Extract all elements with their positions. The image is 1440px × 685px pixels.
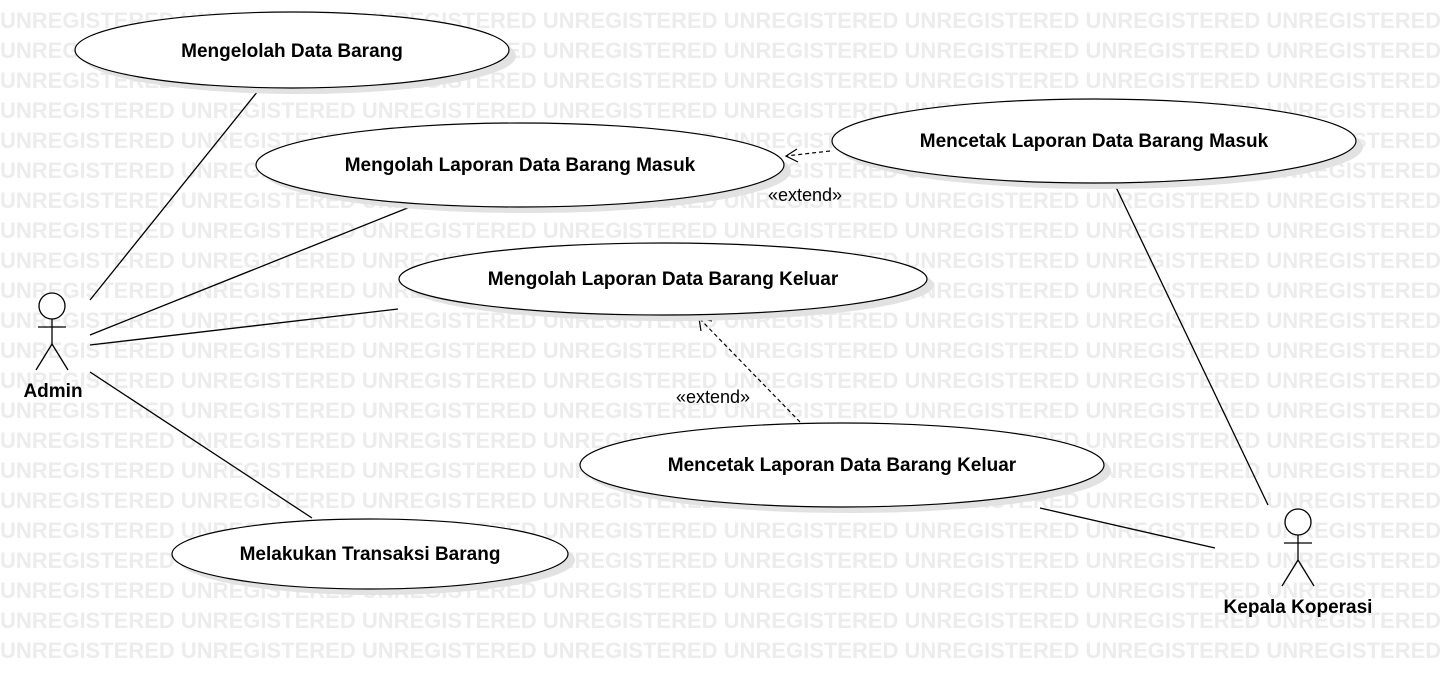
actor-left-leg bbox=[35, 343, 53, 371]
usecase-ellipse bbox=[831, 98, 1357, 184]
association-admin-mengolah-laporan-masuk bbox=[89, 206, 411, 336]
usecase-mengolah-laporan-data-barang-masuk[interactable]: Mengolah Laporan Data Barang Masuk bbox=[255, 122, 791, 213]
association-admin-mengelolah-data-barang bbox=[89, 85, 263, 301]
extend-arrowhead-cetak-masuk bbox=[784, 148, 799, 163]
use-cases: Mengelolah Data Barang Mengolah Laporan … bbox=[74, 11, 1363, 595]
usecase-label: Mencetak Laporan Data Barang Masuk bbox=[920, 131, 1269, 152]
usecase-melakukan-transaksi-barang[interactable]: Melakukan Transaksi Barang bbox=[171, 518, 575, 595]
usecase-ellipse bbox=[398, 242, 928, 316]
usecase-ellipse bbox=[255, 122, 785, 208]
usecase-label: Mengolah Laporan Data Barang Masuk bbox=[345, 155, 696, 176]
usecase-mengolah-laporan-data-barang-keluar[interactable]: Mengolah Laporan Data Barang Keluar bbox=[398, 242, 934, 321]
actor-right-leg bbox=[1297, 559, 1315, 587]
usecase-ellipse bbox=[171, 518, 569, 590]
watermark-text: UNREGISTERED UNREGISTERED UNREGISTERED U… bbox=[0, 368, 1440, 393]
associations bbox=[89, 85, 1269, 549]
watermark-text: UNREGISTERED UNREGISTERED UNREGISTERED U… bbox=[0, 218, 1440, 243]
association-kepala-mencetak-laporan-masuk bbox=[1113, 182, 1269, 506]
watermark-text: UNREGISTERED UNREGISTERED UNREGISTERED U… bbox=[0, 638, 1440, 663]
usecase-label: Mengelolah Data Barang bbox=[181, 41, 403, 62]
actor-head bbox=[38, 292, 66, 320]
actor-right-leg bbox=[51, 343, 69, 371]
extend-line-cetak-masuk bbox=[785, 150, 831, 157]
actor-left-leg bbox=[1281, 559, 1299, 587]
actor-label: Kepala Koperasi bbox=[1224, 597, 1373, 618]
watermark-text: UNREGISTERED UNREGISTERED UNREGISTERED U… bbox=[0, 398, 1440, 423]
usecase-label: Mengolah Laporan Data Barang Keluar bbox=[488, 269, 839, 290]
association-admin-melakukan-transaksi bbox=[89, 371, 313, 519]
usecase-mencetak-laporan-data-barang-keluar[interactable]: Mencetak Laporan Data Barang Keluar bbox=[579, 422, 1111, 513]
actor-head bbox=[1284, 508, 1312, 536]
usecase-mengelolah-data-barang[interactable]: Mengelolah Data Barang bbox=[74, 11, 516, 94]
usecase-ellipse bbox=[74, 11, 510, 89]
extend-stereotype-label: «extend» bbox=[676, 387, 750, 407]
usecase-label: Melakukan Transaksi Barang bbox=[240, 544, 501, 565]
actor-label: Admin bbox=[23, 381, 82, 402]
watermark-text: UNREGISTERED UNREGISTERED UNREGISTERED U… bbox=[0, 608, 1440, 633]
extend-stereotype-label: «extend» bbox=[768, 185, 842, 205]
watermark-text: UNREGISTERED UNREGISTERED UNREGISTERED U… bbox=[0, 338, 1440, 363]
usecase-label: Mencetak Laporan Data Barang Keluar bbox=[668, 455, 1017, 476]
association-admin-mengolah-laporan-keluar bbox=[89, 308, 399, 346]
actor-admin[interactable]: Admin bbox=[23, 292, 83, 402]
extend-relations: «extend» «extend» bbox=[676, 148, 842, 423]
extend-line-cetak-keluar bbox=[698, 317, 801, 423]
usecase-ellipse bbox=[579, 422, 1105, 508]
usecase-mencetak-laporan-data-barang-masuk[interactable]: Mencetak Laporan Data Barang Masuk bbox=[831, 98, 1363, 189]
association-kepala-mencetak-laporan-keluar bbox=[1039, 507, 1216, 549]
actors: Admin Kepala Koperasi bbox=[23, 292, 1373, 618]
actor-kepala-koperasi[interactable]: Kepala Koperasi bbox=[1224, 508, 1373, 618]
